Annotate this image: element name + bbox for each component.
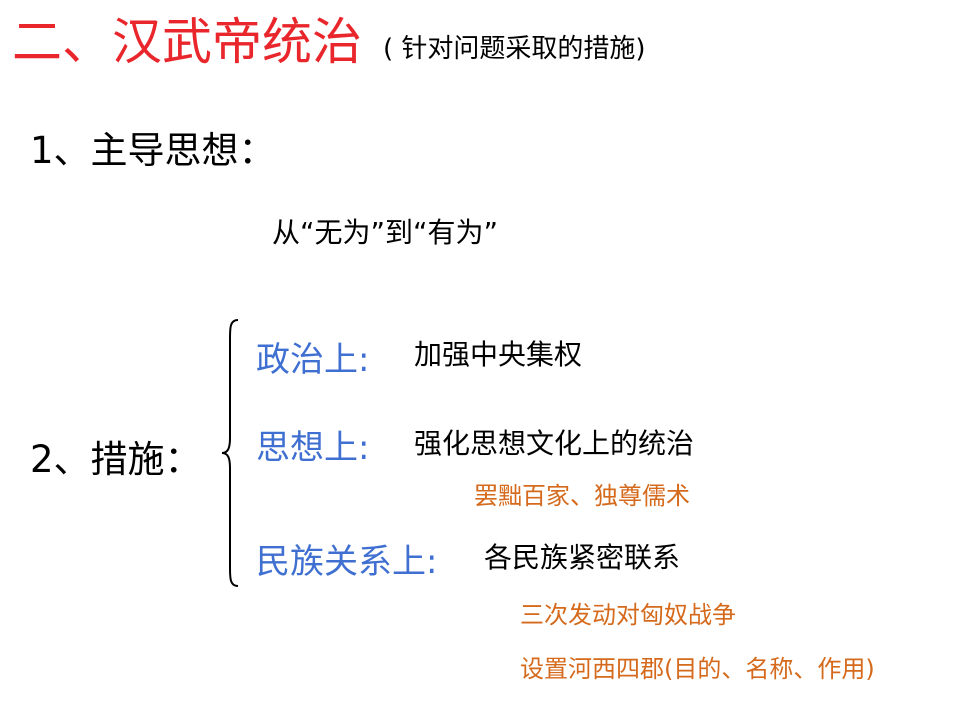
slide-title-note: ( 针对问题采取的措施)	[383, 34, 646, 64]
measure-detail-thought: 罢黜百家、独尊儒术	[474, 482, 690, 510]
measure-label-ethnic: 民族关系上:	[256, 542, 438, 582]
measure-value-thought: 强化思想文化上的统治	[414, 427, 695, 460]
measure-value-ethnic: 各民族紧密联系	[484, 541, 681, 574]
point-1-content: 从“无为”到“有为”	[272, 216, 499, 249]
measure-label-politics: 政治上:	[256, 340, 370, 380]
measure-value-politics: 加强中央集权	[414, 338, 583, 371]
measure-detail-ethnic-1: 三次发动对匈奴战争	[520, 601, 736, 629]
curly-brace-icon	[221, 319, 239, 587]
measure-detail-ethnic-2: 设置河西四郡(目的、名称、作用)	[520, 655, 875, 683]
point-1-heading: 1、主导思想：	[30, 129, 276, 172]
slide-title: 二、汉武帝统治	[12, 13, 362, 71]
measure-label-thought: 思想上:	[256, 428, 370, 468]
point-2-heading: 2、措施：	[30, 438, 202, 481]
